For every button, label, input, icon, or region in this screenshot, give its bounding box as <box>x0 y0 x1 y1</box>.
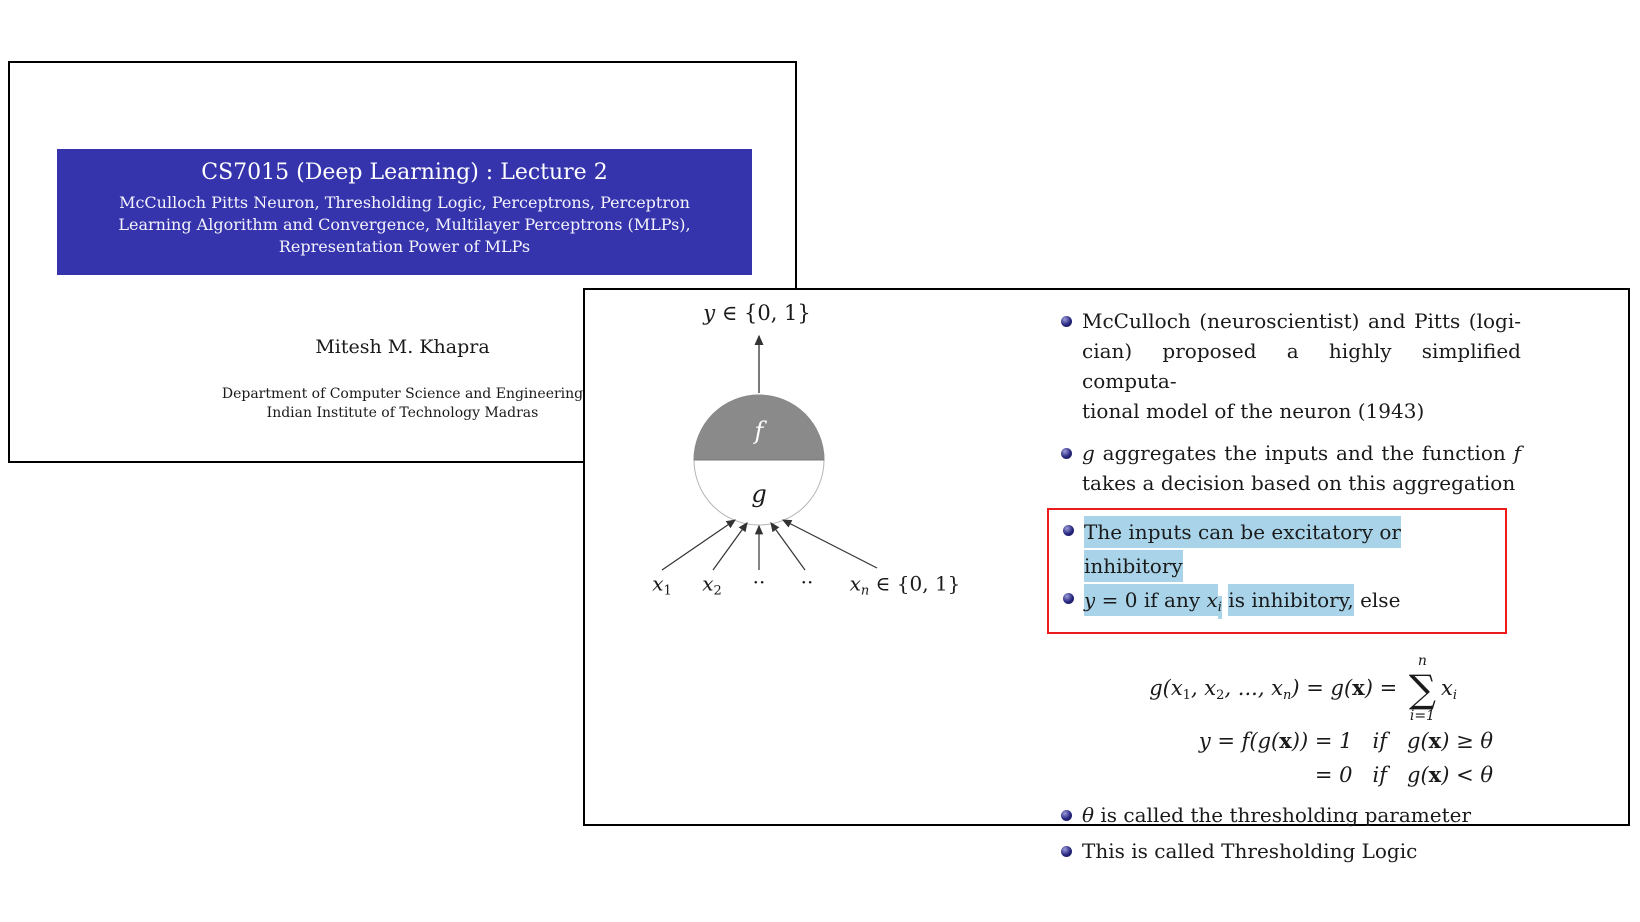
input-arrow <box>661 519 736 571</box>
bullet-text-line: cian) proposed a highly simplified compu… <box>1082 339 1521 393</box>
equation-threshold-zero: = 0 if g(x) < θ <box>1314 762 1493 787</box>
lecture-subtitle-line: Learning Algorithm and Convergence, Mult… <box>118 215 691 234</box>
input-arrow <box>770 522 806 571</box>
equation-segment: xi <box>1440 675 1457 703</box>
bullet-text-line: θ is called the thresholding parameter <box>1082 803 1472 827</box>
content-slide: y ∈ {0, 1} f g x1 x2 ·· ·· xn ∈ {0, 1} M… <box>583 288 1630 863</box>
lecture-subtitle-line: McCulloch Pitts Neuron, Thresholding Log… <box>119 193 690 212</box>
bullet-text-line: This is called Thresholding Logic <box>1082 839 1418 863</box>
bullet-text-line: tional model of the neuron (1943) <box>1082 399 1425 423</box>
bullet-text-line: y = 0 if any xi is inhibitory, else <box>1084 583 1505 625</box>
bullet-icon <box>1061 316 1072 327</box>
f-label: f <box>754 417 764 445</box>
input-label-x2: x2 <box>702 571 722 599</box>
content-column: McCulloch (neuroscientist) and Pitts (lo… <box>1047 290 1521 866</box>
lecture-subtitle: McCulloch Pitts Neuron, Thresholding Log… <box>57 192 752 258</box>
bullet-text-line: McCulloch (neuroscientist) and Pitts (lo… <box>1082 309 1521 333</box>
affiliation: Department of Computer Science and Engin… <box>10 385 795 423</box>
equation-threshold-one: y = f(g(x)) = 1 if g(x) ≥ θ <box>1198 728 1493 753</box>
neuron-top-half <box>693 394 825 461</box>
input-arrow <box>781 519 878 569</box>
input-label-dots: ·· <box>800 570 814 594</box>
input-label-dots: ·· <box>752 570 766 594</box>
summation-symbol: n∑i=1 <box>1408 653 1436 724</box>
equation-segment: g(x1, x2, ..., xn) = g(x) = <box>1149 674 1404 703</box>
input-arrow <box>712 522 748 571</box>
input-label-xn: xn ∈ {0, 1} <box>849 571 961 599</box>
bullet-icon <box>1061 810 1072 821</box>
bullet-text-line: takes a decision based on this aggregati… <box>1082 471 1516 495</box>
lecture-title: CS7015 (Deep Learning) : Lecture 2 <box>201 160 608 185</box>
bullet-icon <box>1061 846 1072 857</box>
bullet-item: g aggregates the inputs and the function… <box>1047 438 1521 498</box>
bullet-item: θ is called the thresholding parameter <box>1047 800 1521 830</box>
title-banner: CS7015 (Deep Learning) : Lecture 2 McCul… <box>57 149 752 275</box>
output-label: y ∈ {0, 1} <box>703 301 811 325</box>
bullet-item: McCulloch (neuroscientist) and Pitts (lo… <box>1047 306 1521 426</box>
lecture-subtitle-line: Representation Power of MLPs <box>278 237 531 256</box>
bullet-item: This is called Thresholding Logic <box>1047 836 1521 866</box>
affiliation-line: Department of Computer Science and Engin… <box>221 386 584 402</box>
neuron-diagram <box>661 334 878 571</box>
author-name: Mitesh M. Khapra <box>315 336 490 358</box>
bullet-icon <box>1063 593 1074 604</box>
bullet-item: y = 0 if any xi is inhibitory, else <box>1049 583 1505 625</box>
bullet-text-line: g aggregates the inputs and the function… <box>1082 441 1521 465</box>
affiliation-line: Indian Institute of Technology Madras <box>266 405 539 421</box>
g-label: g <box>751 480 767 508</box>
highlight-annotation-box: The inputs can be excitatory or inhibito… <box>1047 508 1507 634</box>
bullet-icon <box>1063 525 1074 536</box>
bullet-item: The inputs can be excitatory or inhibito… <box>1049 515 1505 583</box>
title-slide: CS7015 (Deep Learning) : Lecture 2 McCul… <box>8 61 797 463</box>
bullet-text-line: The inputs can be excitatory or inhibito… <box>1084 515 1505 583</box>
bullet-icon <box>1061 448 1072 459</box>
input-label-x1: x1 <box>652 571 672 599</box>
